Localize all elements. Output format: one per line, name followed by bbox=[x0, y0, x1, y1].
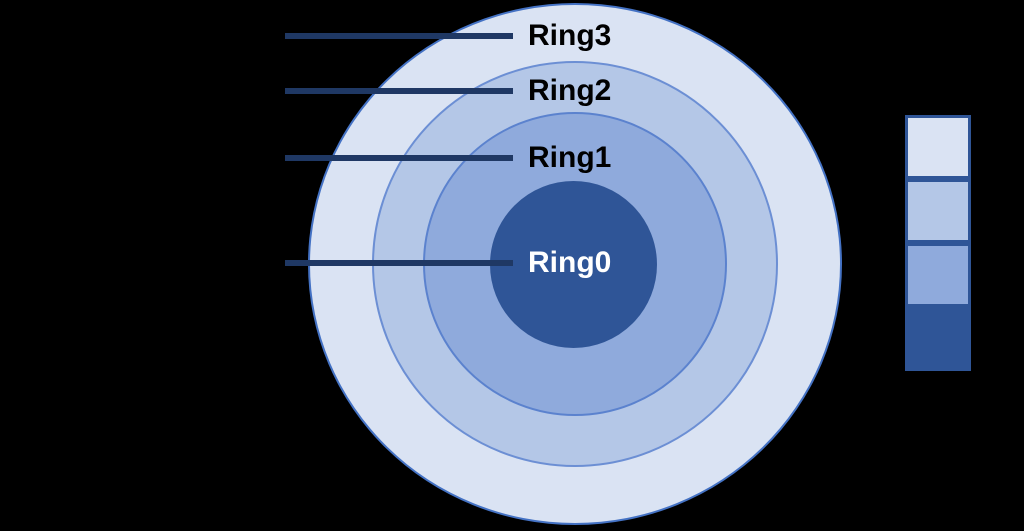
ring1-label: Ring1 bbox=[528, 141, 612, 174]
ring2-leader-line bbox=[285, 88, 513, 94]
ring0-leader-line bbox=[285, 260, 513, 266]
legend-swatch-ring1 bbox=[905, 243, 971, 307]
ring0-circle bbox=[490, 181, 657, 348]
ring1-leader-line bbox=[285, 155, 513, 161]
ring2-label: Ring2 bbox=[528, 74, 612, 107]
legend-swatch-ring0 bbox=[905, 307, 971, 371]
legend bbox=[905, 115, 971, 371]
legend-swatch-ring3 bbox=[905, 115, 971, 179]
legend-swatch-ring2 bbox=[905, 179, 971, 243]
ring0-label: Ring0 bbox=[528, 246, 612, 279]
ring3-leader-line bbox=[285, 33, 513, 39]
ring3-label: Ring3 bbox=[528, 19, 612, 52]
